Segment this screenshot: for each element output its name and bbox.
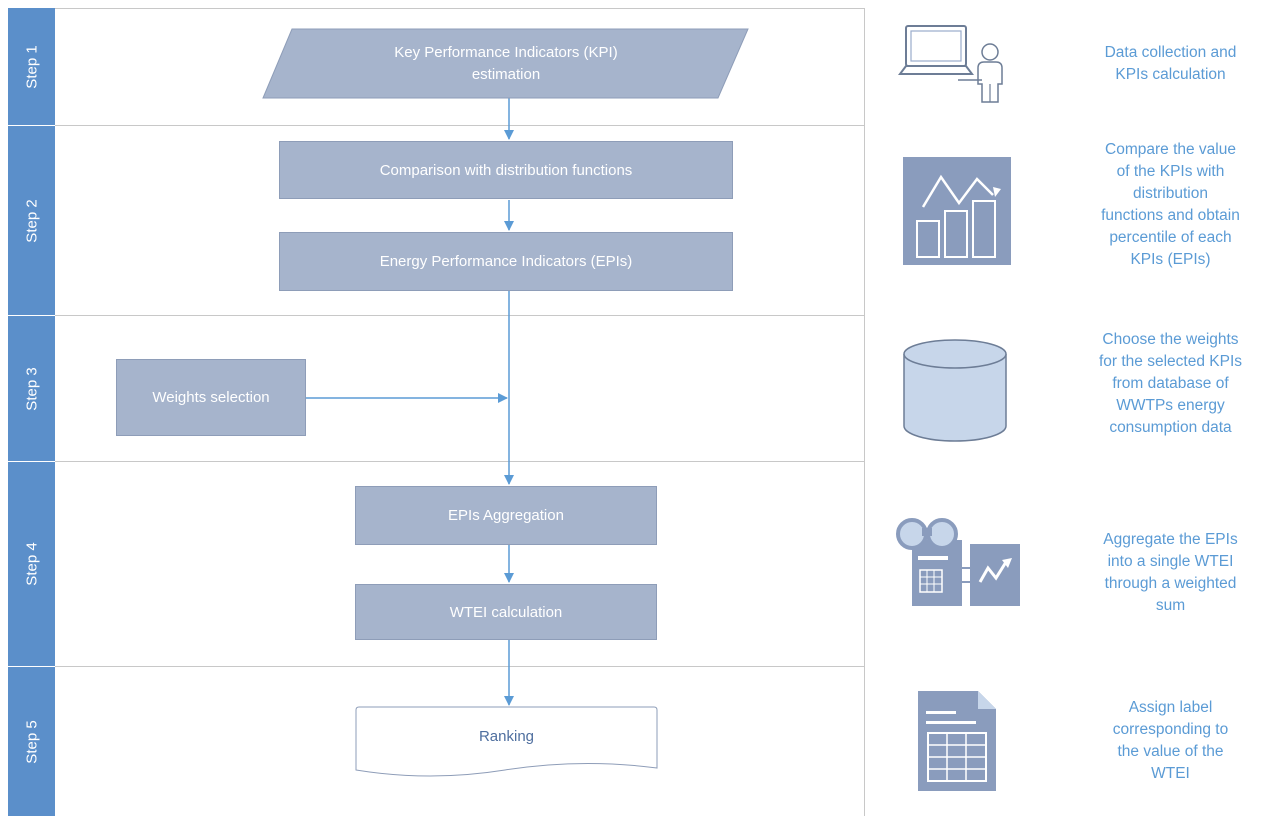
step-1-description: Data collection and KPIs calculation xyxy=(1068,42,1273,86)
step-3-description-line: consumption data xyxy=(1109,419,1232,436)
step-2-description-line: Compare the value xyxy=(1105,141,1236,158)
wtei-calculation-label: WTEI calculation xyxy=(449,603,563,621)
comparison-label: Comparison with distribution functions xyxy=(379,161,633,179)
kpi-estimation: Key Performance Indicators (KPI) estimat… xyxy=(262,28,750,100)
step-1-description-line: KPIs calculation xyxy=(1115,66,1226,83)
weights-selection-label: Weights selection xyxy=(152,389,270,406)
wtei-calculation-box: WTEI calculation xyxy=(355,584,657,640)
step-4-label: Step 4 xyxy=(8,462,55,666)
table-document-icon xyxy=(918,691,996,791)
step-2-description-line: KPIs (EPIs) xyxy=(1130,251,1211,268)
ranking-label: Ranking xyxy=(478,727,535,745)
step-3-description: Choose the weights for the selected KPIs… xyxy=(1068,329,1273,439)
epis-label: Energy Performance Indicators (EPIs) xyxy=(379,253,633,270)
kpi-estimation-shape xyxy=(262,28,749,99)
database-icon xyxy=(903,339,1007,442)
step-3-description-line: for the selected KPIs xyxy=(1098,353,1243,370)
step-1-label: Step 1 xyxy=(8,8,55,125)
aggregation-box: EPIs Aggregation xyxy=(355,486,657,545)
step-5-description: Assign label corresponding to the value … xyxy=(1068,697,1273,785)
chart-icon xyxy=(903,157,1011,265)
step-2-description-line: percentile of each xyxy=(1109,229,1232,246)
step-2-description-line: of the KPIs with xyxy=(1116,163,1225,180)
step-5-description-line: Assign label xyxy=(1128,699,1213,716)
step-4-description: Aggregate the EPIs into a single WTEI th… xyxy=(1068,529,1273,617)
ranking: Ranking xyxy=(355,706,658,766)
kpi-estimation-line1: Key Performance Indicators (KPI) xyxy=(394,44,618,61)
step-3-label: Step 3 xyxy=(8,316,55,461)
step-4-description-line: sum xyxy=(1155,597,1186,614)
step-3-description-line: WWTPs energy xyxy=(1116,397,1225,414)
kpi-estimation-line2: estimation xyxy=(471,66,541,83)
step-2-description-line: distribution xyxy=(1133,185,1208,202)
step-5-description-line: the value of the xyxy=(1117,743,1224,760)
weights-selection-box: Weights selection xyxy=(116,359,306,436)
step-3-description-line: Choose the weights xyxy=(1102,331,1239,348)
step-5-label: Step 5 xyxy=(8,667,55,816)
step-5-description-line: corresponding to xyxy=(1112,721,1229,738)
ranking-shape xyxy=(355,706,658,777)
step-4-description-line: through a weighted xyxy=(1104,575,1237,592)
step-2-label: Step 2 xyxy=(8,126,55,315)
step-4-description-line: into a single WTEI xyxy=(1107,553,1234,570)
step-5-description-line: WTEI xyxy=(1151,765,1190,782)
comparison-box: Comparison with distribution functions xyxy=(279,141,733,199)
step-4-description-line: Aggregate the EPIs xyxy=(1103,531,1238,548)
computer-user-icon xyxy=(898,25,1003,103)
step-1-description-line: Data collection and xyxy=(1104,44,1237,61)
binoculars-report-icon xyxy=(896,518,1020,606)
step-2-description-line: functions and obtain xyxy=(1101,207,1240,224)
epis-box: Energy Performance Indicators (EPIs) xyxy=(279,232,733,291)
aggregation-label: EPIs Aggregation xyxy=(448,507,564,524)
step-2-description: Compare the value of the KPIs with distr… xyxy=(1068,139,1273,271)
step-3-description-line: from database of xyxy=(1112,375,1229,392)
